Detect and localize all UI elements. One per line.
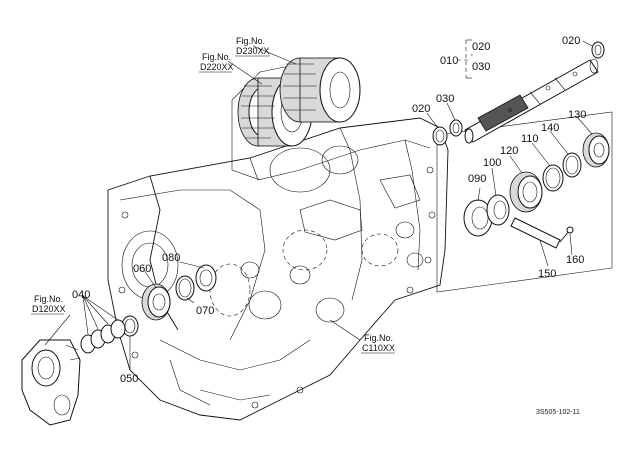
gear-cluster-rear: [279, 57, 361, 123]
callouts: 010 020 030 · 020 020 030 040 050 060 07…: [72, 35, 586, 385]
fig-ref-d120: Fig.No. D120XX: [31, 294, 66, 315]
callout-110: 110: [521, 133, 539, 145]
fig-ref-d220-line1: Fig.No.: [202, 52, 231, 62]
callout-050: 050: [120, 373, 138, 385]
fig-ref-d120-line2: D120XX: [32, 304, 66, 314]
bolt-160: [559, 226, 574, 243]
transmission-case: [107, 117, 449, 421]
sheet-code: 3S505-102-11: [536, 409, 580, 416]
callout-010: 010: [440, 55, 458, 67]
fig-ref-c110-line2: C110XX: [362, 343, 395, 353]
fig-ref-c110-line1: Fig.No.: [364, 333, 393, 343]
callout-130: 130: [568, 109, 586, 121]
snap-ring-110: [542, 164, 564, 192]
callout-060: 060: [133, 263, 151, 275]
seal-080: [195, 264, 217, 292]
callout-dot: ·: [470, 49, 474, 61]
bearing-120: [509, 171, 543, 213]
bearing-060: [141, 283, 171, 321]
leader-lines: [44, 39, 593, 370]
callout-090: 090: [468, 173, 486, 185]
callout-150: 150: [538, 268, 556, 280]
callout-040: 040: [72, 289, 90, 301]
snap-ring-070: [175, 275, 195, 301]
gear-assembly: [231, 57, 361, 181]
fig-ref-c110: Fig.No. C110XX: [361, 333, 395, 354]
fig-ref-d230-line1: Fig.No.: [236, 36, 265, 46]
fig-ref-d230: Fig.No. D230XX: [235, 36, 270, 57]
callout-080: 080: [162, 252, 180, 264]
front-housing: [21, 339, 81, 426]
o-rings-040: [80, 319, 126, 354]
plate-150: [510, 217, 561, 249]
main-shaft: [464, 58, 599, 144]
callout-160: 160: [566, 254, 584, 266]
callout-020-top: 020: [562, 35, 580, 47]
callout-030-group: 030: [472, 61, 490, 73]
fig-ref-d230-line2: D230XX: [236, 46, 270, 56]
bushing-020-top: [591, 41, 605, 59]
callout-070: 070: [196, 305, 214, 317]
callout-140: 140: [541, 122, 559, 134]
bearing-130: [582, 132, 610, 168]
callout-120: 120: [500, 145, 518, 157]
callout-030-left: 030: [436, 93, 454, 105]
bushing-020-left: [432, 126, 448, 146]
snap-ring-140: [562, 152, 582, 178]
fig-ref-d120-line1: Fig.No.: [34, 294, 63, 304]
washer-100: [486, 194, 510, 226]
callout-100: 100: [483, 157, 501, 169]
callout-020-group: 020: [472, 41, 490, 53]
collar-030-left: [449, 119, 463, 137]
fig-ref-d220-line2: D220XX: [200, 62, 234, 72]
fig-ref-d220: Fig.No. D220XX: [199, 52, 234, 73]
callout-020-left: 020: [412, 103, 430, 115]
